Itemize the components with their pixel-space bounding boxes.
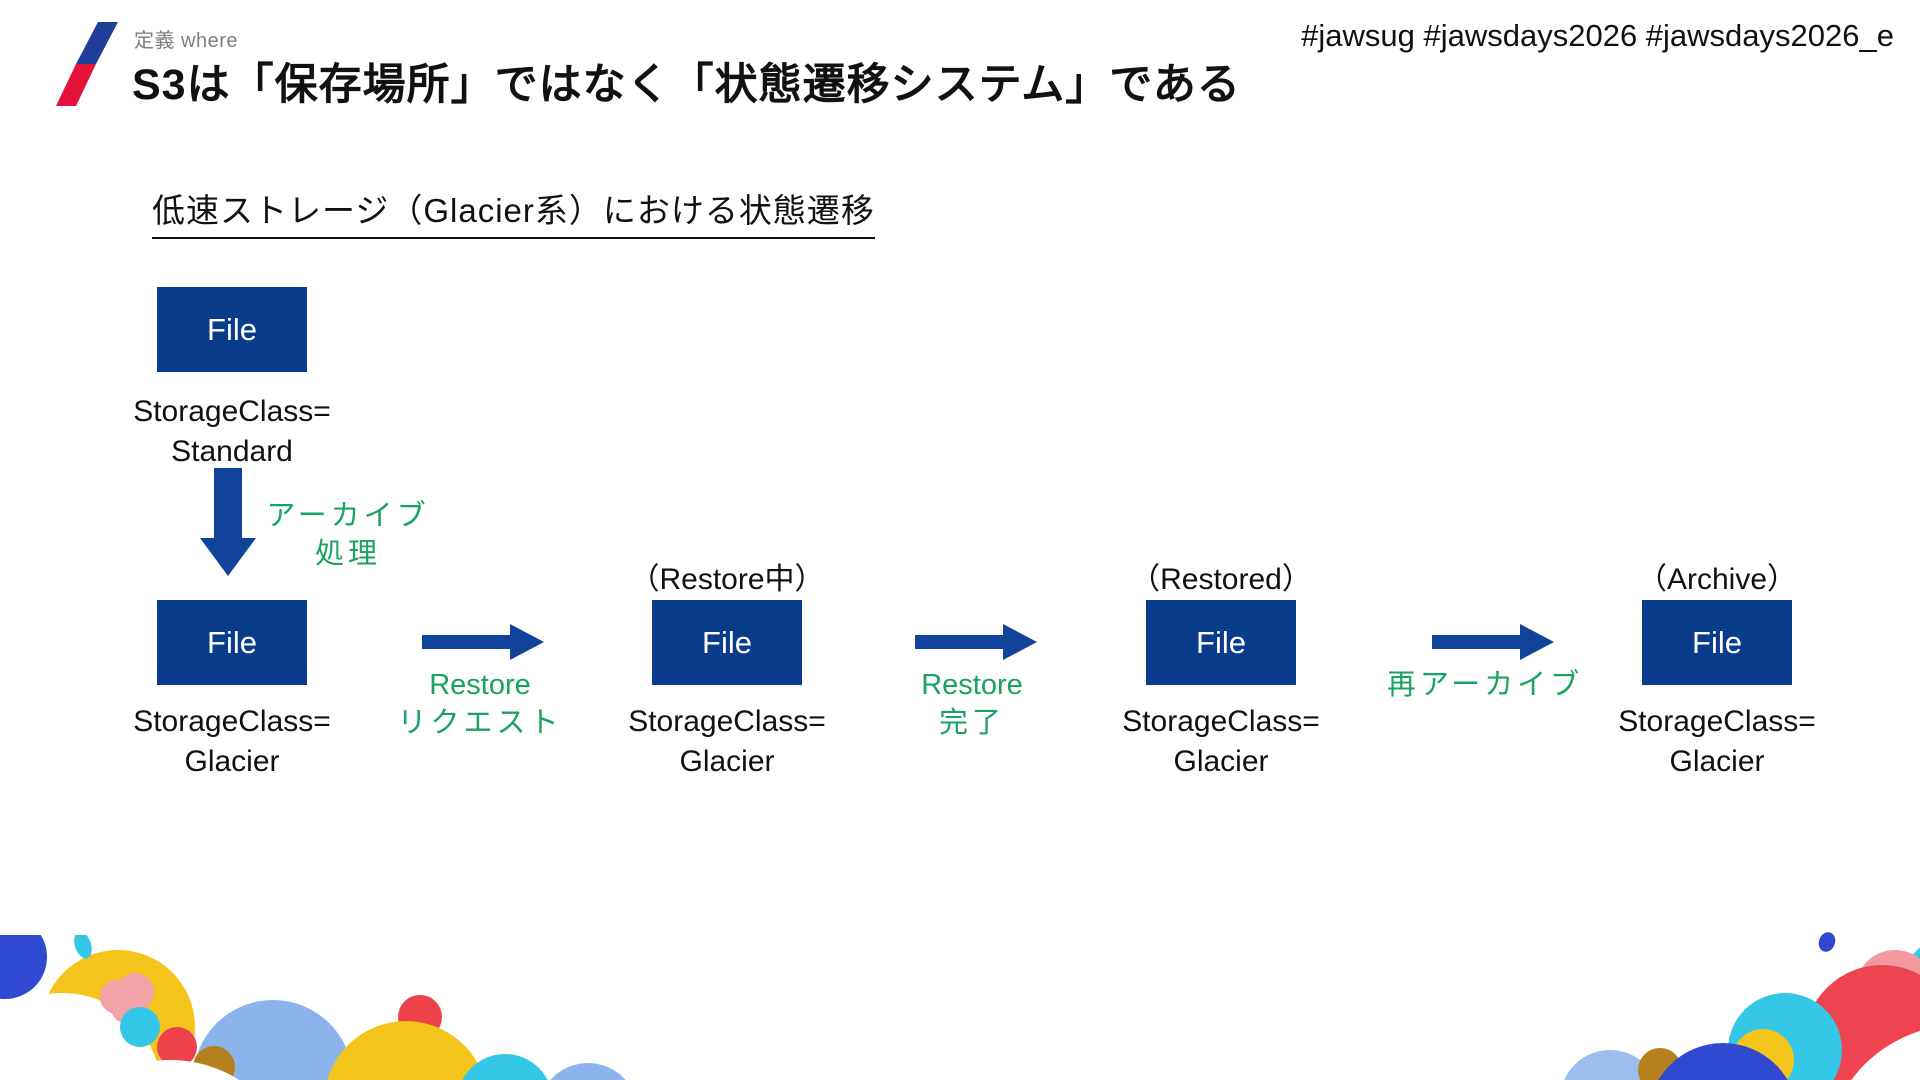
slide-title: S3は「保存場所」ではなく「状態遷移システム」である <box>132 61 1241 109</box>
file-box-standard: File <box>157 287 307 372</box>
storage-line: Glacier <box>184 745 280 778</box>
slide-kicker: 定義 where <box>134 30 239 52</box>
right-arrow-icon <box>1432 624 1554 660</box>
hashtags: #jawsug #jawsdays2026 #jawsdays2026_e <box>1301 18 1894 53</box>
storage-line: Glacier <box>1669 745 1765 778</box>
archive-label-line: 処理 <box>314 538 381 570</box>
storage-line: Standard <box>171 435 293 468</box>
storage-label-glacier: StorageClass= Glacier <box>1071 702 1371 782</box>
transition-label-line: 完了 <box>938 707 1005 739</box>
file-box-label: File <box>1196 624 1246 660</box>
storage-label-glacier: StorageClass= Glacier <box>82 702 382 782</box>
transition-label-line: Restore <box>429 669 531 701</box>
file-box-label: File <box>1692 624 1742 660</box>
file-box-label: File <box>207 311 257 347</box>
storage-line: StorageClass= <box>133 705 331 738</box>
cloud-decoration-left <box>0 935 626 1080</box>
file-box-label: File <box>207 624 257 660</box>
storage-line: StorageClass= <box>133 395 331 428</box>
storage-label-glacier: StorageClass= Glacier <box>1567 702 1867 782</box>
file-box-glacier: File <box>157 600 307 685</box>
transition-label-line: リクエスト <box>397 707 563 739</box>
storage-line: StorageClass= <box>628 705 826 738</box>
storage-label-glacier: StorageClass= Glacier <box>577 702 877 782</box>
cloud-decoration-right <box>1564 932 1920 1080</box>
transition-label-restore-complete: Restore 完了 <box>872 666 1072 742</box>
storage-line: StorageClass= <box>1122 705 1320 738</box>
archive-arrow-label: アーカイブ 処理 <box>258 497 438 573</box>
file-box-glacier: File <box>652 600 802 685</box>
storage-label-standard: StorageClass= Standard <box>82 392 382 472</box>
storage-line: Glacier <box>679 745 775 778</box>
right-arrow-icon <box>915 624 1037 660</box>
slash-logo-icon <box>56 22 118 106</box>
down-arrow-icon <box>200 468 256 576</box>
right-arrow-icon <box>422 624 544 660</box>
transition-label-line: 再アーカイブ <box>1386 669 1584 701</box>
state-label: （Restore中） <box>629 563 825 596</box>
storage-line: Glacier <box>1173 745 1269 778</box>
file-box-label: File <box>702 624 752 660</box>
file-box-glacier: File <box>1146 600 1296 685</box>
transition-label-line: Restore <box>921 669 1023 701</box>
transition-label-rearchive: 再アーカイブ <box>1380 666 1590 704</box>
storage-line: StorageClass= <box>1618 705 1816 738</box>
file-box-glacier: File <box>1642 600 1792 685</box>
section-subtitle: 低速ストレージ（Glacier系）における状態遷移 <box>152 184 875 239</box>
transition-label-restore-request: Restore リクエスト <box>380 666 580 742</box>
state-label: （Archive） <box>1636 563 1798 596</box>
state-label: （Restored） <box>1130 563 1312 596</box>
archive-label-line: アーカイブ <box>266 500 430 532</box>
